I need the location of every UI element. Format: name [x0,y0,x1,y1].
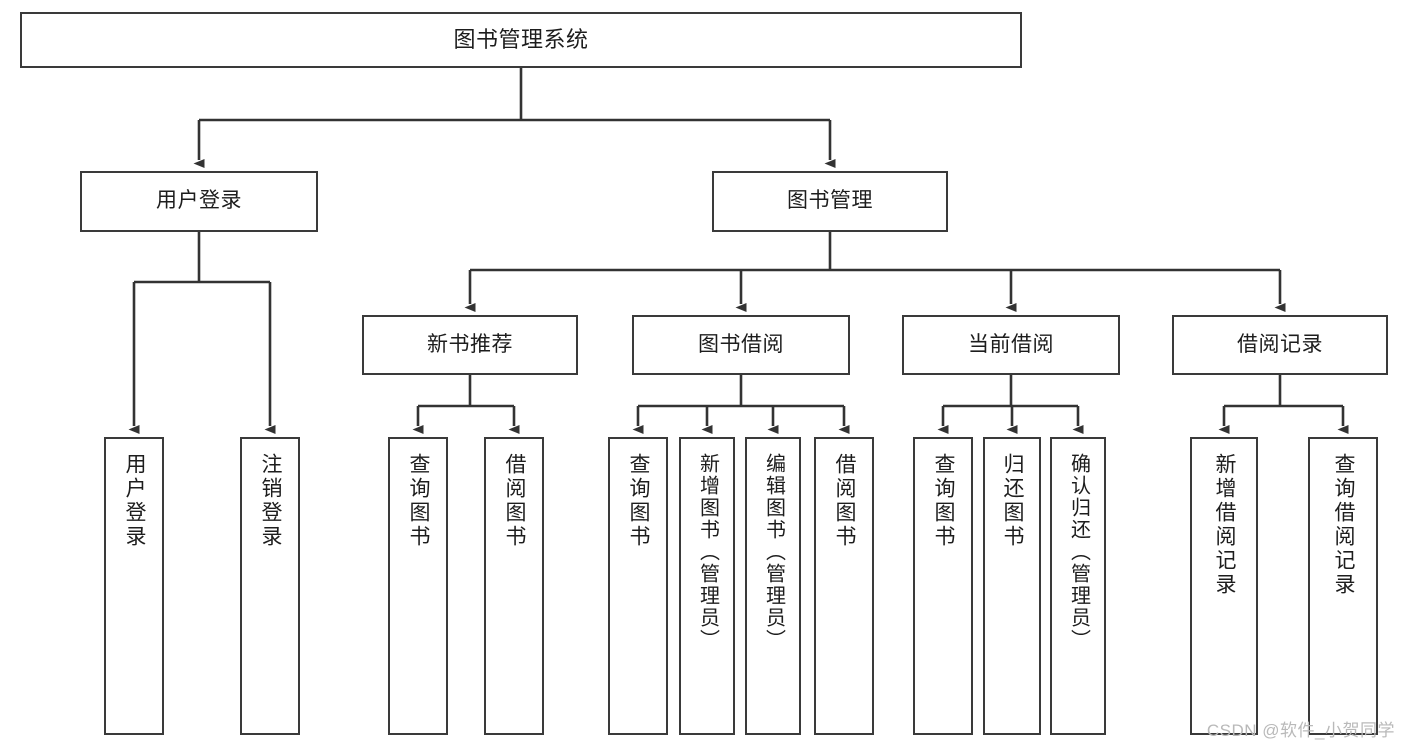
node-leaf-user-login[interactable]: 用户登录 [104,437,164,735]
node-label: 用户登录 [156,189,242,213]
node-root-system[interactable]: 图书管理系统 [20,12,1022,68]
node-label: 当前借阅 [968,332,1054,356]
node-leaf-logout[interactable]: 注销登录 [240,437,300,735]
node-leaf-query-book-3[interactable]: 查询图书 [913,437,973,735]
node-label: 确认归还（管理员） [1067,453,1090,651]
node-leaf-confirm-return-admin[interactable]: 确认归还（管理员） [1050,437,1106,735]
node-label: 图书借阅 [698,332,784,356]
node-leaf-add-borrow-record[interactable]: 新增借阅记录 [1190,437,1258,735]
node-borrow-record[interactable]: 借阅记录 [1172,315,1388,375]
node-label: 新增借阅记录 [1213,453,1237,597]
watermark-text: CSDN @软件_小贺同学 [1206,721,1395,740]
node-label: 查询图书 [627,453,651,549]
node-book-borrow[interactable]: 图书借阅 [632,315,850,375]
node-leaf-return-book[interactable]: 归还图书 [983,437,1041,735]
node-leaf-edit-book-admin[interactable]: 编辑图书（管理员） [745,437,801,735]
node-label: 查询借阅记录 [1332,453,1356,597]
node-label: 借阅图书 [503,453,527,549]
node-label: 借阅记录 [1237,332,1323,356]
node-leaf-query-borrow-record[interactable]: 查询借阅记录 [1308,437,1378,735]
node-label: 查询图书 [407,453,431,549]
node-leaf-add-book-admin[interactable]: 新增图书（管理员） [679,437,735,735]
node-label: 图书管理 [787,189,873,213]
node-leaf-borrow-book-1[interactable]: 借阅图书 [484,437,544,735]
node-label: 归还图书 [1001,453,1025,549]
node-label: 新书推荐 [427,332,513,356]
node-label: 编辑图书（管理员） [762,453,785,651]
node-current-borrow[interactable]: 当前借阅 [902,315,1120,375]
node-book-manage[interactable]: 图书管理 [712,171,948,232]
node-leaf-borrow-book-2[interactable]: 借阅图书 [814,437,874,735]
node-label: 图书管理系统 [453,27,589,53]
node-label: 用户登录 [123,453,147,549]
node-leaf-query-book-2[interactable]: 查询图书 [608,437,668,735]
node-new-book-recommend[interactable]: 新书推荐 [362,315,578,375]
node-label: 查询图书 [932,453,956,549]
node-label: 注销登录 [259,453,283,549]
node-label: 新增图书（管理员） [696,453,719,651]
node-user-login[interactable]: 用户登录 [80,171,318,232]
node-leaf-query-book-1[interactable]: 查询图书 [388,437,448,735]
node-label: 借阅图书 [833,453,857,549]
